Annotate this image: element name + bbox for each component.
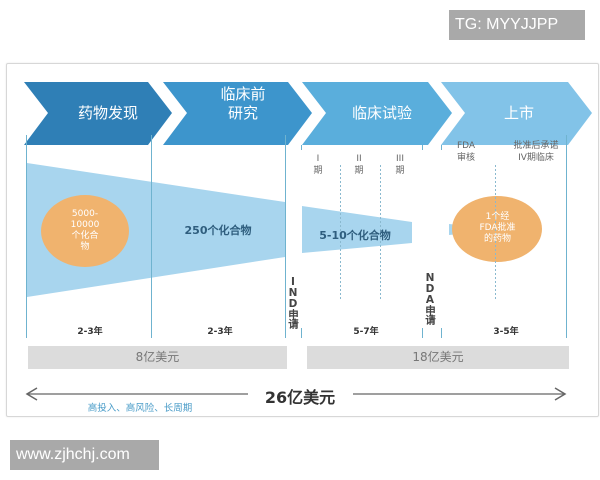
discovery-compounds-line2: 10000 bbox=[70, 220, 100, 230]
phase-2-suffix: 期 bbox=[354, 166, 364, 176]
stage-arrow-market bbox=[441, 82, 592, 145]
discovery-compounds-line1: 5000- bbox=[71, 209, 99, 219]
phase-4-line1: 批准后承诺 bbox=[513, 141, 559, 151]
discovery-compounds-line4: 物 bbox=[80, 242, 90, 252]
fda-review-line1: FDA bbox=[456, 141, 476, 151]
cost-bar-late: 18亿美元 bbox=[307, 346, 569, 369]
approved-drug: 1个经 FDA批准 的药物 bbox=[470, 212, 525, 245]
phase-4-label: 批准后承诺 IV期临床 bbox=[505, 140, 567, 164]
cost-bar-early: 8亿美元 bbox=[28, 346, 287, 369]
phase-2-label: II 期 bbox=[349, 153, 369, 177]
phase-2-roman: II bbox=[356, 154, 362, 164]
duration-discovery: 2-3年 bbox=[77, 327, 103, 337]
watermark-website: www.zjhchj.com bbox=[10, 440, 159, 470]
funnel-clinical bbox=[302, 206, 412, 253]
approved-drug-line1: 1个经 bbox=[485, 212, 510, 222]
nda-application-label: NDA申请 bbox=[424, 272, 436, 324]
preclinical-compounds: 250个化合物 bbox=[184, 224, 252, 237]
circle-discovery bbox=[41, 195, 129, 267]
duration-preclinical: 2-3年 bbox=[207, 327, 233, 337]
stage-label-preclinical-line2: 研究 bbox=[227, 104, 258, 122]
duration-market: 3-5年 bbox=[493, 327, 519, 337]
stage-arrow-preclinical bbox=[163, 82, 312, 145]
ind-application-label: IND申请 bbox=[287, 276, 299, 328]
discovery-compounds: 5000- 10000 个化合 物 bbox=[60, 209, 110, 253]
discovery-compounds-line3: 个化合 bbox=[71, 231, 99, 241]
stage-label-discovery: 药物发现 bbox=[77, 104, 138, 122]
tagline: 高投入、高风险、长周期 bbox=[87, 403, 193, 414]
phase-1-roman: I bbox=[316, 154, 320, 164]
stage-arrow-clinical bbox=[302, 82, 452, 145]
total-cost: 26亿美元 bbox=[264, 388, 336, 407]
phase-3-label: III 期 bbox=[390, 153, 410, 177]
stage-label-market: 上市 bbox=[503, 104, 534, 122]
stage-label-preclinical-line1: 临床前 bbox=[220, 85, 266, 103]
circle-approved bbox=[452, 196, 542, 262]
phase-1-label: I 期 bbox=[308, 153, 328, 177]
fda-review-label: FDA 审核 bbox=[446, 140, 486, 164]
duration-clinical: 5-7年 bbox=[353, 327, 379, 337]
stage-label-clinical: 临床试验 bbox=[351, 104, 412, 122]
approved-drug-line2: FDA批准 bbox=[479, 223, 516, 233]
fda-review-line2: 审核 bbox=[456, 153, 475, 163]
phase-3-roman: III bbox=[396, 154, 404, 164]
phase-3-suffix: 期 bbox=[395, 166, 405, 176]
phase-1-suffix: 期 bbox=[313, 166, 323, 176]
stage-arrow-discovery bbox=[24, 82, 172, 145]
approved-drug-line3: 的药物 bbox=[483, 234, 511, 244]
phase-4-line2: IV期临床 bbox=[518, 153, 554, 163]
clinical-compounds: 5-10个化合物 bbox=[319, 229, 391, 242]
watermark-tg: TG: MYYJJPP bbox=[449, 10, 585, 40]
